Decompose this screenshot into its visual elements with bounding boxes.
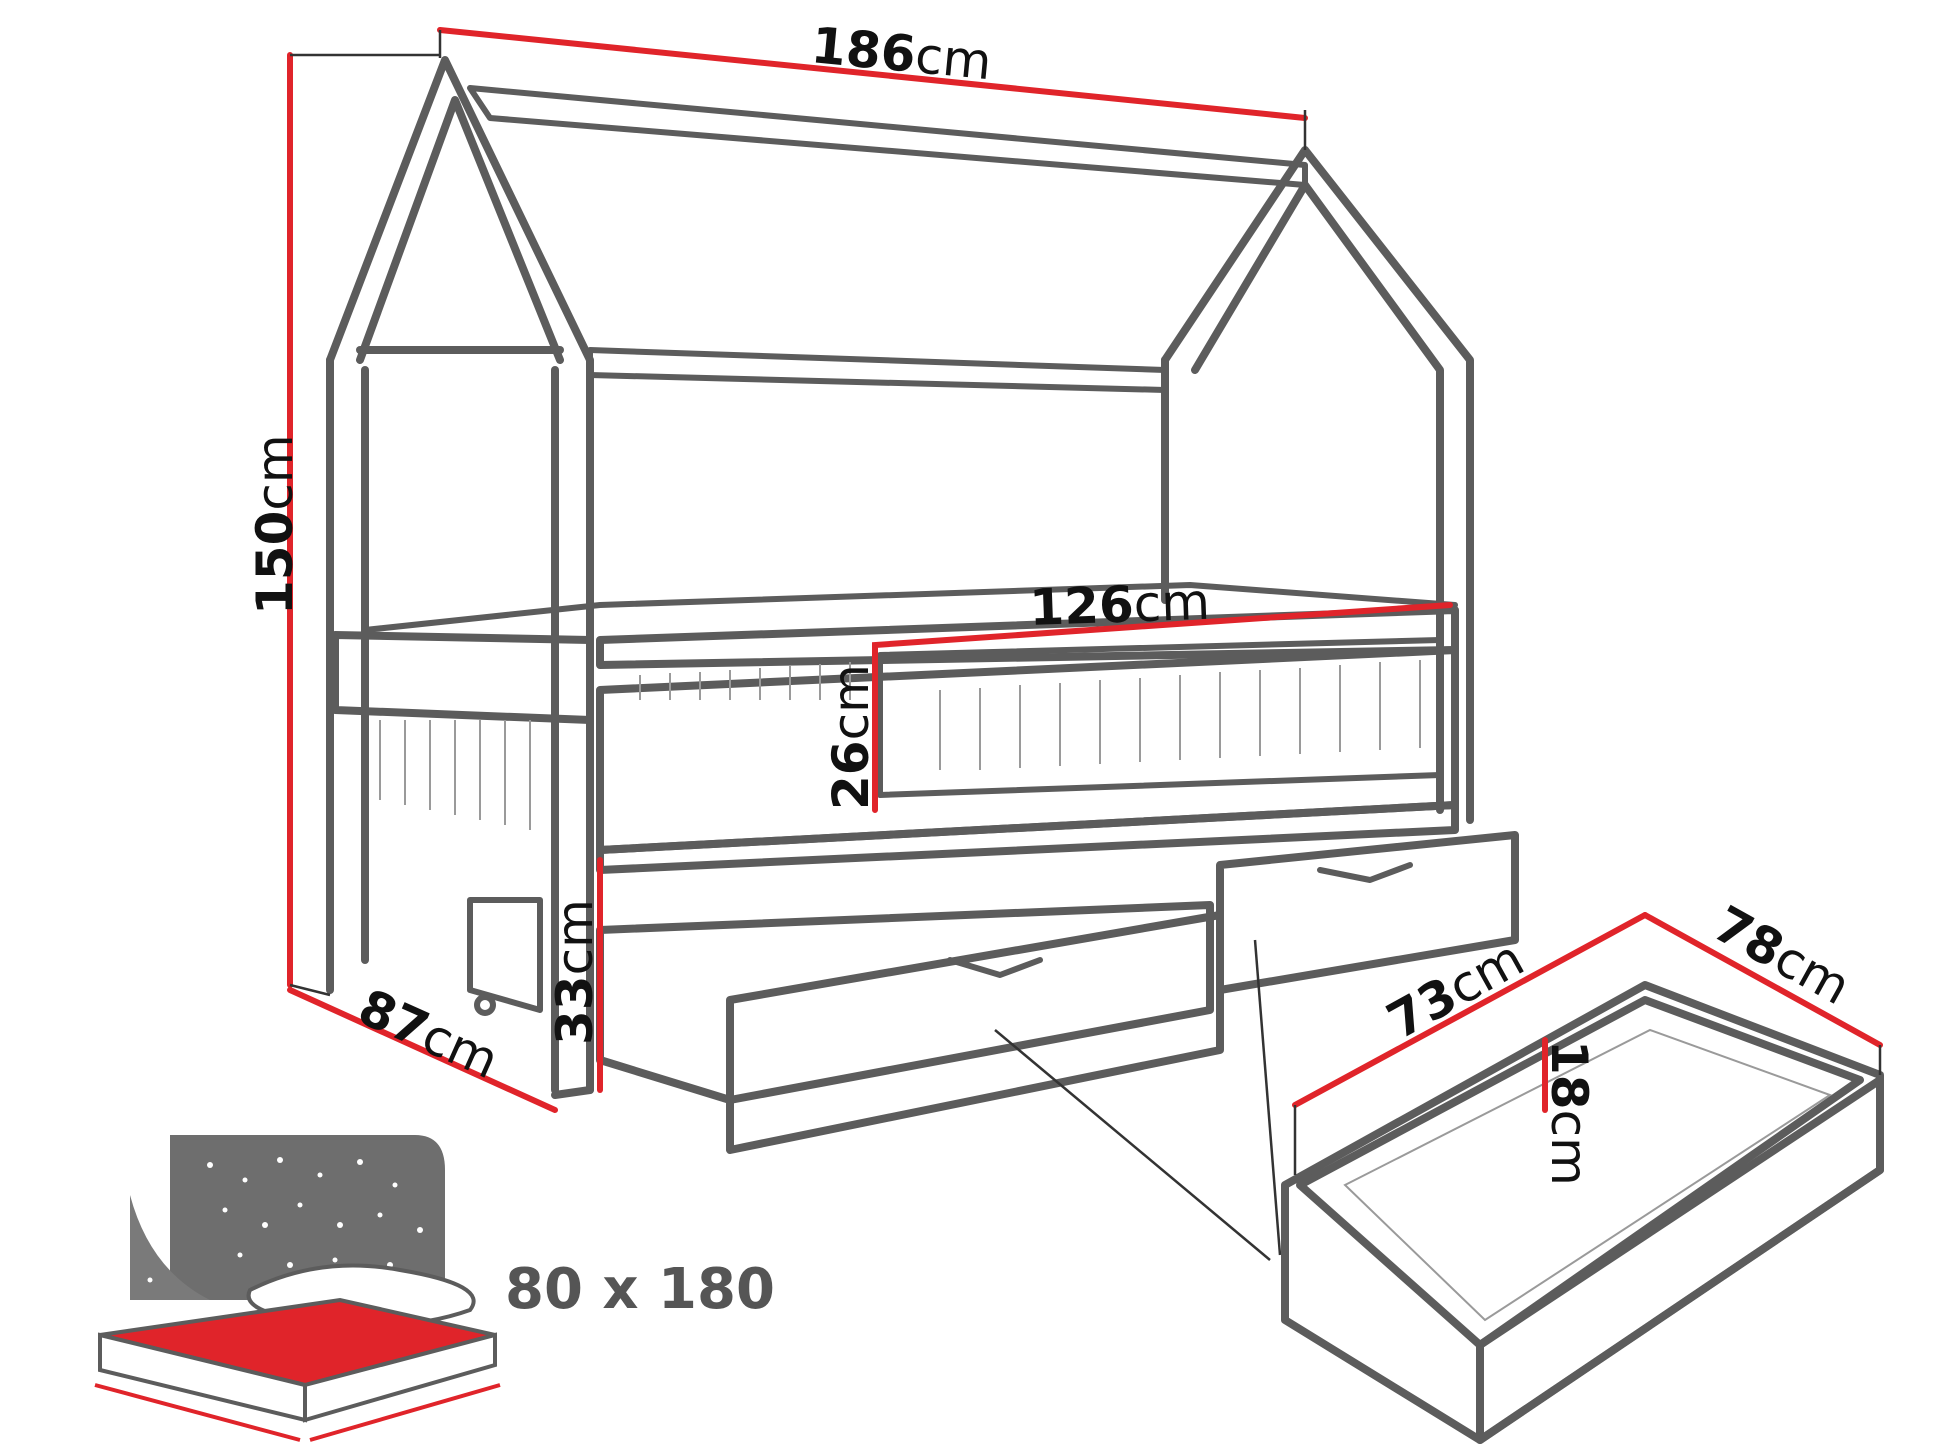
- dimension-bed-height-label: 33cm: [546, 899, 604, 1045]
- dimension-height-label: 150cm: [246, 434, 304, 615]
- dimension-rail-height-label: 26cm: [822, 664, 880, 810]
- dimension-drawer-length-label: 78cm: [1704, 895, 1860, 1016]
- drawer-drawing: [1281, 981, 1884, 1444]
- dimension-drawer-depth-label: 18cm: [1540, 1040, 1598, 1186]
- dimension-rail-length-label: 126cm: [1028, 573, 1210, 637]
- dimension-lines: [287, 27, 1883, 1175]
- starry-headboard-icon: [170, 1135, 445, 1300]
- mattress-size-label: 80 x 180: [505, 1257, 775, 1322]
- mattress-icon: 80 x 180: [94, 1135, 775, 1442]
- dimension-length-label: 186cm: [809, 16, 994, 91]
- dimension-labels: 186cm 150cm 126cm 26cm 33cm 87cm 73cm 78…: [246, 16, 1860, 1186]
